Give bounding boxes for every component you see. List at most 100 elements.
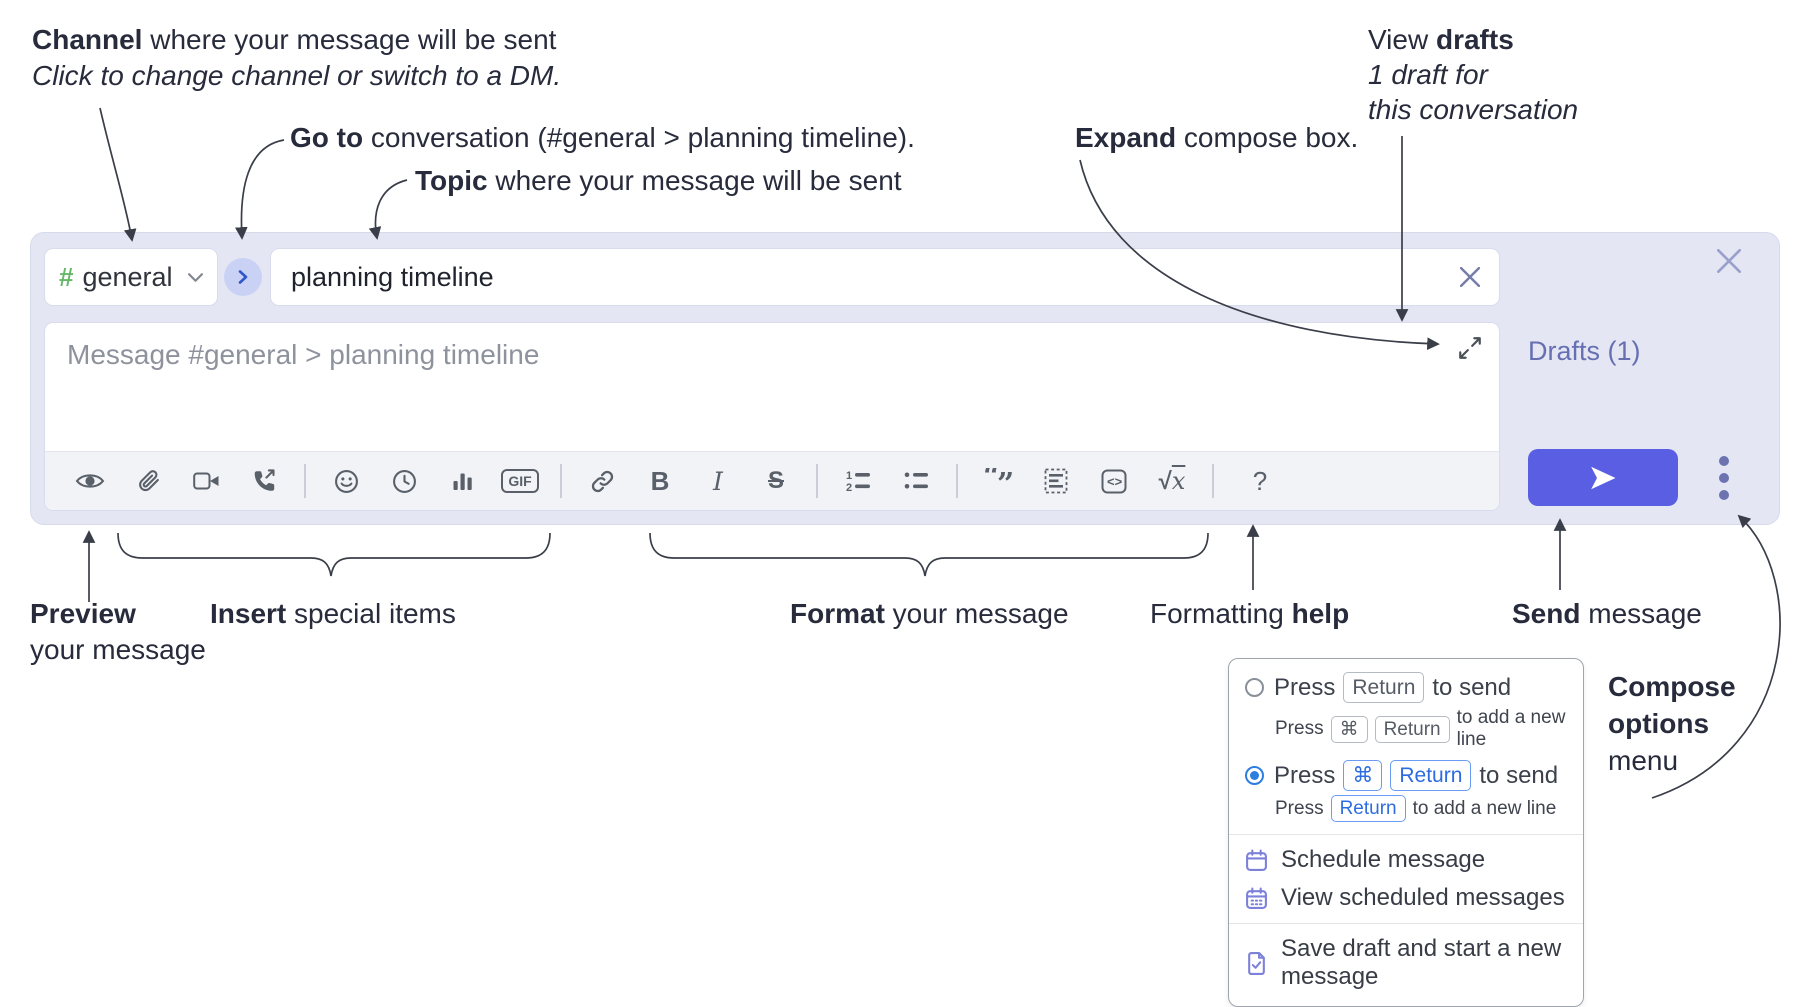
- strikethrough-button[interactable]: S: [747, 459, 805, 503]
- option-subtext: to add a new line: [1456, 707, 1566, 750]
- expand-icon: [1459, 337, 1481, 359]
- drafts-link[interactable]: Drafts (1): [1528, 336, 1641, 366]
- close-icon: [1717, 249, 1741, 273]
- eye-icon: [75, 474, 105, 488]
- annotation-help-bold: help: [1291, 598, 1350, 629]
- send-option-cmd-return[interactable]: Press ⌘ Return to send: [1245, 757, 1567, 794]
- annotation-topic-rest: where your message will be sent: [487, 165, 902, 196]
- math-button[interactable]: √x: [1143, 459, 1201, 503]
- option-text: Press: [1274, 761, 1336, 789]
- annotation-expand-bold: Expand: [1075, 122, 1177, 153]
- time-button[interactable]: [375, 459, 433, 503]
- compose-toolbar: GIF B I S 1 2: [45, 451, 1499, 510]
- annotation-goto: Go to conversation (#general > planning …: [290, 120, 915, 156]
- annotation-format: Format your message: [790, 596, 1069, 632]
- annotation-format-bold: Format: [790, 598, 885, 629]
- option-subtext: Press: [1275, 797, 1324, 819]
- question-mark-icon: ?: [1252, 465, 1268, 496]
- menu-item-label: View scheduled messages: [1281, 884, 1565, 911]
- quote-icon: “ ”: [983, 468, 1013, 494]
- send-option-return-sub: Press ⌘ Return to add a new line: [1245, 706, 1567, 757]
- annotation-format-rest: your message: [884, 598, 1069, 629]
- annotation-insert-rest: special items: [286, 598, 456, 629]
- annotated-compose-screenshot: { "annotations": { "channel_line1_bold":…: [0, 0, 1814, 944]
- go-to-conversation-button[interactable]: [224, 258, 262, 296]
- svg-text:“: “: [983, 468, 1000, 494]
- annotation-view-drafts-line3: this conversation: [1368, 94, 1579, 125]
- spoiler-button[interactable]: [1027, 459, 1085, 503]
- annotation-view-drafts-line2: 1 draft for: [1368, 59, 1488, 90]
- compose-options-menu: Press Return to send Press ⌘ Return to a…: [1228, 658, 1584, 1007]
- attach-file-button[interactable]: [119, 459, 177, 503]
- brace-format-message: [649, 532, 1209, 577]
- connector-goto: [234, 139, 285, 240]
- channel-hash-icon: #: [59, 261, 74, 292]
- menu-item-label: Schedule message: [1281, 846, 1486, 873]
- numbered-list-button[interactable]: 1 2: [829, 459, 887, 503]
- close-compose-button[interactable]: [1712, 244, 1746, 278]
- poll-button[interactable]: [433, 459, 491, 503]
- annotation-expand-rest: compose box.: [1176, 122, 1359, 153]
- annotation-formatting-help: Formatting help: [1150, 596, 1349, 632]
- bulleted-list-icon: [904, 472, 928, 489]
- bold-icon: B: [650, 465, 670, 496]
- annotation-send: Send message: [1512, 596, 1702, 632]
- toolbar-divider: [805, 459, 829, 503]
- math-icon: √x: [1158, 466, 1186, 495]
- vertical-ellipsis-icon: [1719, 456, 1729, 500]
- annotation-goto-bold: Go to: [290, 122, 364, 153]
- link-button[interactable]: [573, 459, 631, 503]
- message-input[interactable]: [65, 337, 1429, 441]
- preview-button[interactable]: [61, 459, 119, 503]
- bold-button[interactable]: B: [631, 459, 689, 503]
- annotation-topic: Topic where your message will be sent: [415, 163, 902, 199]
- return-key: Return: [1330, 795, 1406, 822]
- strikethrough-icon: S: [767, 467, 784, 494]
- annotation-compose-line3: menu: [1608, 745, 1679, 776]
- cmd-key: ⌘: [1343, 760, 1383, 791]
- send-button[interactable]: [1528, 449, 1678, 506]
- video-call-button[interactable]: [177, 459, 235, 503]
- annotation-expand: Expand compose box.: [1075, 120, 1358, 156]
- voice-call-button[interactable]: [235, 459, 293, 503]
- annotation-preview-bold: Preview: [30, 598, 136, 629]
- calendar-icon: [1246, 849, 1267, 871]
- topic-input[interactable]: [271, 261, 1453, 293]
- italic-button[interactable]: I: [689, 459, 747, 503]
- menu-item-label: Save draft and start a new message: [1281, 935, 1562, 990]
- toolbar-divider: [549, 459, 573, 503]
- bulleted-list-button[interactable]: [887, 459, 945, 503]
- clear-topic-button[interactable]: [1453, 260, 1487, 294]
- draft-document-icon: [1248, 951, 1265, 975]
- menu-item-save-draft[interactable]: Save draft and start a new message: [1245, 930, 1567, 996]
- formatting-help-button[interactable]: ?: [1225, 459, 1295, 503]
- menu-item-schedule-message[interactable]: Schedule message: [1245, 841, 1567, 879]
- expand-compose-button[interactable]: [1457, 335, 1483, 361]
- channel-selector[interactable]: # general: [44, 248, 218, 306]
- gif-button[interactable]: GIF: [491, 459, 549, 503]
- chevron-right-icon: [238, 270, 248, 284]
- option-text: to send: [1479, 761, 1559, 789]
- emoji-button[interactable]: [317, 459, 375, 503]
- radio-unselected-icon[interactable]: [1245, 678, 1264, 697]
- annotation-goto-rest: conversation (#general > planning timeli…: [363, 122, 915, 153]
- quote-button[interactable]: “ ”: [969, 459, 1027, 503]
- connector-topic: [368, 179, 408, 240]
- annotation-preview-line2: your message: [30, 634, 206, 665]
- phone-outgoing-icon: [254, 469, 275, 491]
- menu-item-view-scheduled[interactable]: View scheduled messages: [1245, 879, 1567, 917]
- annotation-channel: Channel where your message will be sent …: [32, 22, 561, 94]
- menu-divider: [1229, 834, 1583, 835]
- brace-insert-items: [117, 532, 551, 577]
- annotation-compose-options: Compose options menu: [1608, 668, 1736, 779]
- radio-selected-icon[interactable]: [1245, 766, 1264, 785]
- code-button[interactable]: <>: [1085, 459, 1143, 503]
- annotation-compose-line2: options: [1608, 708, 1710, 739]
- clock-icon: [392, 469, 416, 493]
- send-option-return[interactable]: Press Return to send: [1245, 669, 1567, 706]
- annotation-view-drafts: View drafts 1 draft for this conversatio…: [1368, 22, 1578, 127]
- annotation-channel-rest: where your message will be sent: [142, 24, 557, 55]
- annotation-channel-bold: Channel: [32, 24, 143, 55]
- compose-options-button[interactable]: [1706, 452, 1742, 504]
- annotation-send-rest: message: [1580, 598, 1702, 629]
